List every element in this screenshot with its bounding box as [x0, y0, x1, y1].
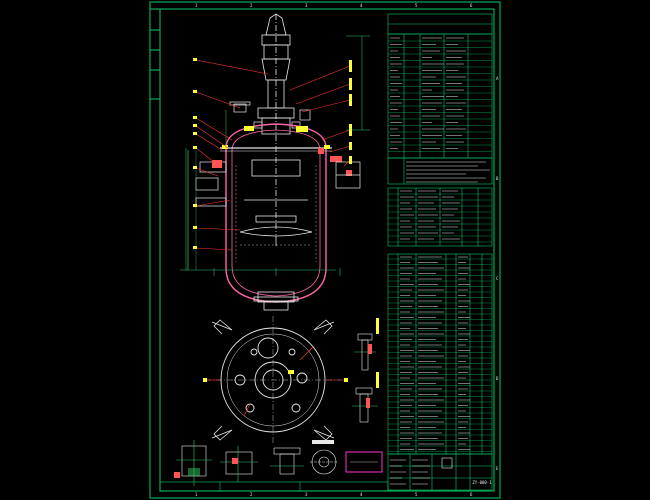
sheet-frame: [149, 1, 501, 499]
zone-label-top: 4: [360, 3, 363, 8]
left-nozzle-assembly: [187, 150, 227, 270]
zone-label-bottom: 6: [470, 492, 473, 497]
zone-label-bottom: 1: [195, 492, 198, 497]
part-leaders: [195, 59, 351, 251]
drawing-number: ZY-000-1: [472, 480, 492, 485]
zone-label-side: E: [496, 466, 499, 471]
technical-notes: [387, 157, 493, 185]
zone-label-side: C: [496, 276, 499, 281]
elevation-dimensions: [180, 35, 370, 276]
zone-label-side: A: [496, 76, 499, 81]
technical-data-rows: [388, 40, 492, 152]
leader-marks-right: [349, 60, 352, 164]
zone-label-top: 3: [305, 3, 308, 8]
flange-hatch: [222, 126, 330, 149]
parts-list-text: [400, 256, 470, 450]
zone-label-bottom: 5: [415, 492, 418, 497]
jacket-flange: [220, 147, 332, 152]
detail-views-bottom: [174, 440, 383, 486]
side-zone-labels: A B C D E: [496, 76, 499, 471]
plan-centerlines: [205, 316, 341, 444]
title-block: [387, 453, 493, 491]
detail-view-right: [352, 318, 379, 423]
vessel-elevation-view: [180, 13, 370, 311]
top-nozzles: [229, 101, 311, 129]
zone-label-top: 2: [250, 3, 253, 8]
title-block-marks: [390, 459, 430, 485]
zone-label-top: 5: [415, 3, 418, 8]
right-lug-support: [195, 161, 361, 207]
bottom-zone-labels: 1 2 3 4 5 6: [195, 492, 473, 497]
parts-list-table: [387, 253, 493, 455]
internal-coil: [235, 165, 317, 262]
nozzle-table-text: [400, 190, 460, 240]
zone-label-bottom: 4: [360, 492, 363, 497]
nozzle-table: [387, 187, 493, 247]
parts-list-rows: [388, 258, 492, 452]
binding-strip: [149, 8, 161, 100]
technical-data-table: [387, 13, 493, 159]
nozzle-table-rows: [388, 193, 492, 243]
zone-label-side: B: [496, 176, 499, 181]
top-zone-labels: 1 2 3 4 5 6: [195, 3, 473, 8]
plan-nozzle-marks: [205, 345, 344, 417]
agitator: [239, 159, 313, 246]
plan-hatch-marks: [203, 370, 348, 382]
zone-label-bottom: 2: [250, 492, 253, 497]
zone-label-side: D: [496, 376, 499, 381]
technical-data-text: [390, 37, 466, 149]
zone-label-top: 6: [470, 3, 473, 8]
zone-label-top: 1: [195, 3, 198, 8]
zone-label-bottom: 3: [305, 492, 308, 497]
vessel-plan-view: [203, 316, 348, 444]
leader-marks-left: [193, 58, 197, 249]
side-nozzles: [212, 148, 352, 176]
bottom-outlet: [253, 291, 299, 311]
outer-border: [149, 1, 501, 499]
technical-notes-text: [406, 161, 490, 183]
bottom-revision-strip: [159, 481, 389, 492]
plan-support-lugs: [211, 319, 335, 441]
